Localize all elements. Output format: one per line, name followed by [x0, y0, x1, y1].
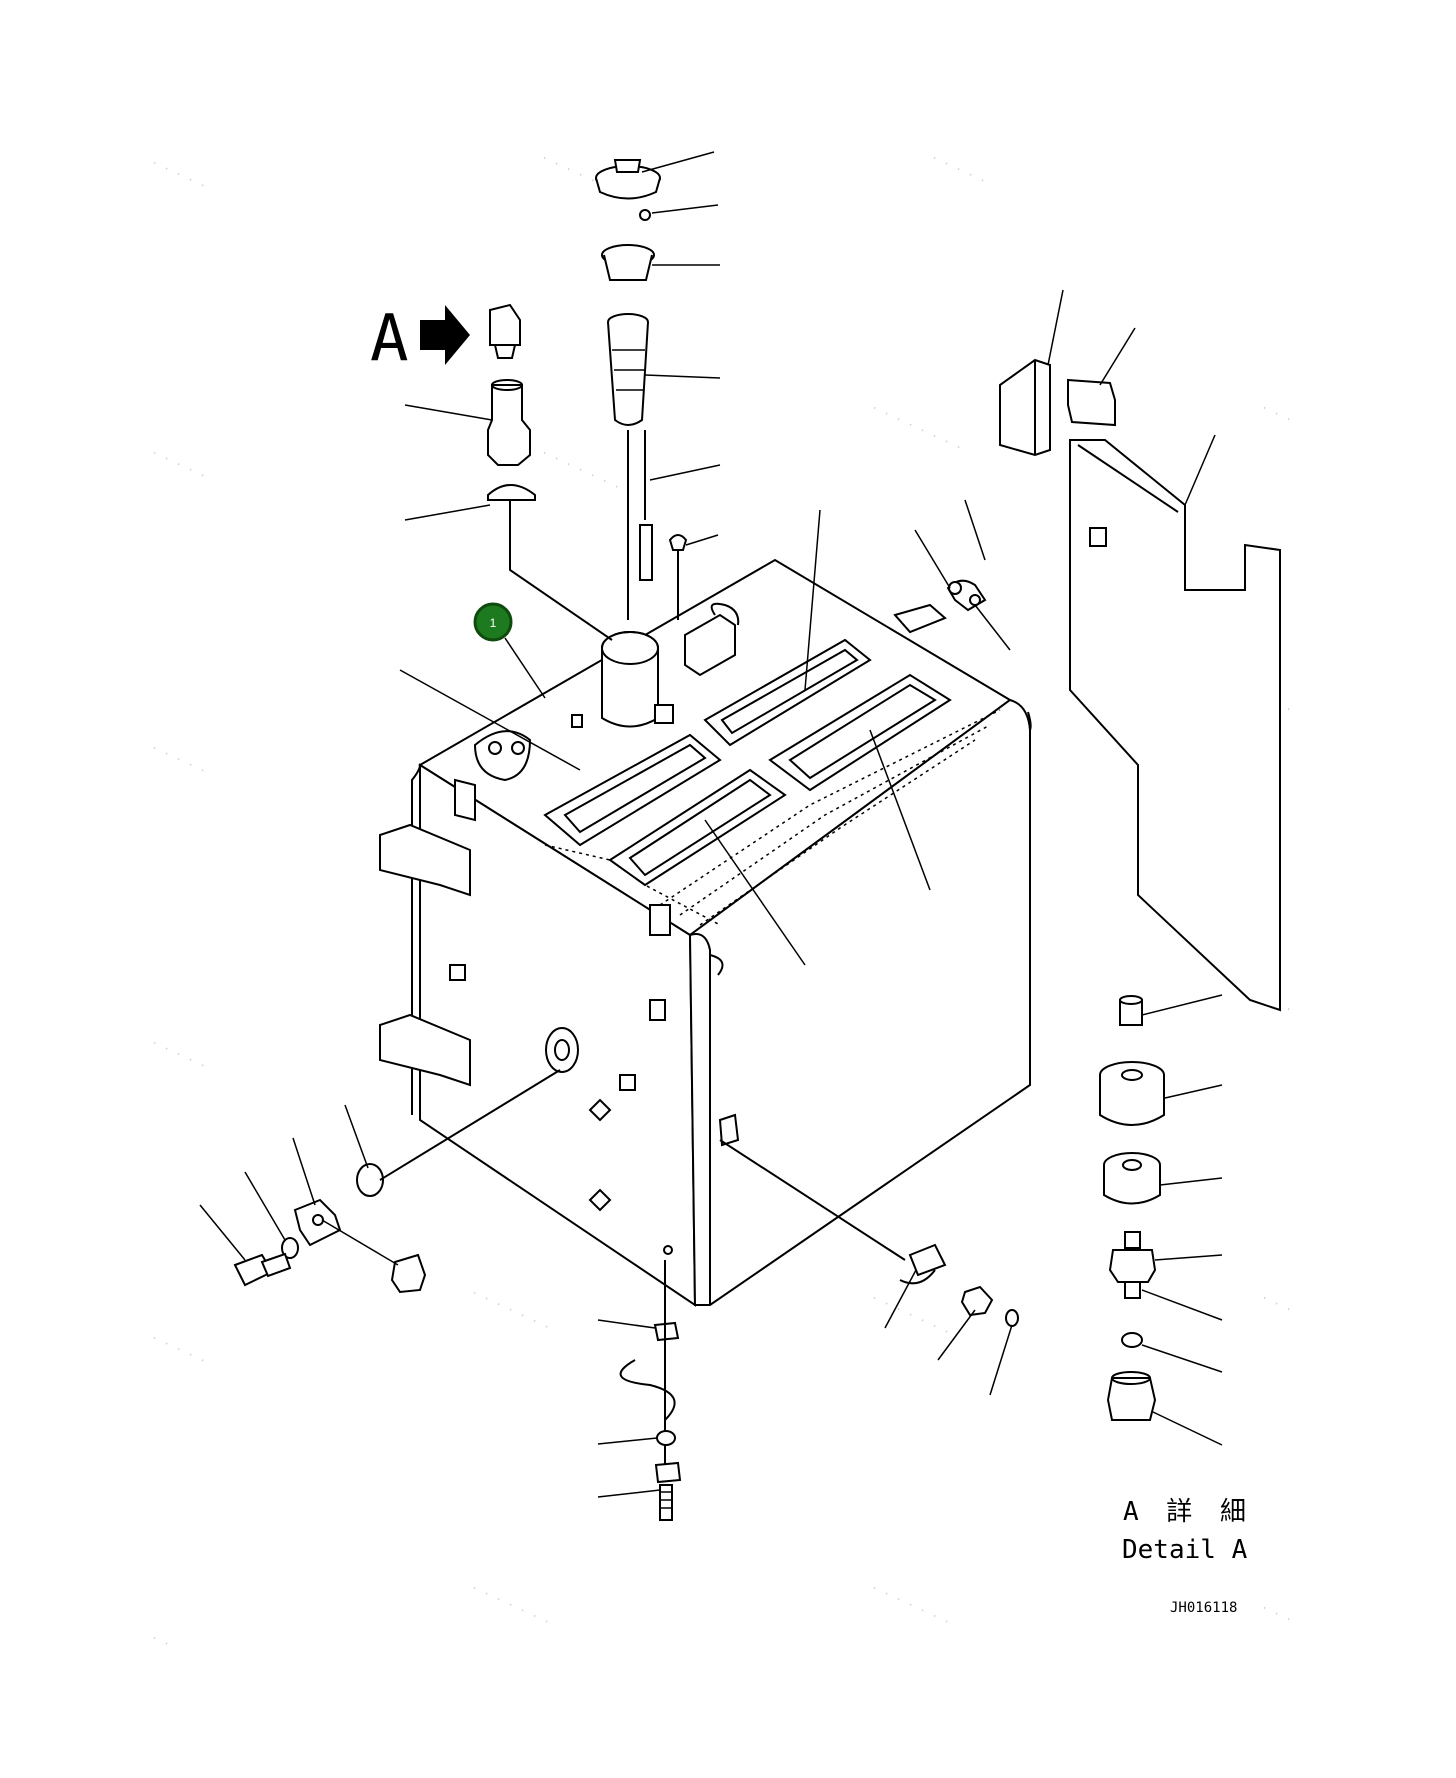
- leader-lines: [199, 151, 1223, 1498]
- svg-text:· · · · · · ·: · · · · · · ·: [469, 1286, 553, 1334]
- detail-label-jp: A 詳 細: [1123, 1497, 1252, 1527]
- view-a-label: A: [370, 302, 409, 376]
- cover-plates: [893, 358, 1281, 1012]
- svg-text:· · ·: · · ·: [1259, 1291, 1295, 1317]
- svg-text:· · ·: · · ·: [1259, 401, 1295, 427]
- callout-number: 1: [490, 616, 497, 630]
- svg-text:· · · · ·: · · · · ·: [149, 446, 209, 483]
- svg-text:· · · · · · ·: · · · · · · ·: [539, 446, 623, 494]
- drawing-code: JH016118: [1170, 1600, 1237, 1616]
- svg-text:· · · · · · ·: · · · · · · ·: [869, 1581, 953, 1629]
- hydraulic-tank: [379, 558, 1032, 1307]
- breather-assembly: [487, 303, 613, 641]
- svg-text:· · ·: · · ·: [1259, 1601, 1295, 1627]
- svg-text:· · · · ·: · · · · ·: [929, 151, 989, 188]
- bottom-drain-parts: [619, 1260, 682, 1521]
- view-a-arrow: A: [370, 302, 470, 376]
- svg-text:· · · · ·: · · · · ·: [149, 156, 209, 193]
- svg-text:· · · · · · ·: · · · · · · ·: [469, 1581, 553, 1629]
- detail-a-parts: [1099, 995, 1165, 1421]
- svg-text:· · · · · · ·: · · · · · · ·: [869, 1291, 953, 1339]
- svg-text:· · · · ·: · · · · ·: [149, 1036, 209, 1073]
- svg-text:· ·: · ·: [149, 1631, 173, 1651]
- svg-text:· · · · · · · ·: · · · · · · · ·: [869, 401, 965, 455]
- svg-text:· · · · ·: · · · · ·: [149, 1331, 209, 1368]
- detail-label-en: Detail A: [1122, 1535, 1248, 1565]
- drain-fitting-parts: [233, 1069, 561, 1294]
- svg-text:· · · · ·: · · · · ·: [149, 741, 209, 778]
- part-callout-1[interactable]: 1: [473, 602, 513, 642]
- level-switch-parts: [719, 1139, 1019, 1327]
- filler-cap-assembly: [595, 159, 688, 620]
